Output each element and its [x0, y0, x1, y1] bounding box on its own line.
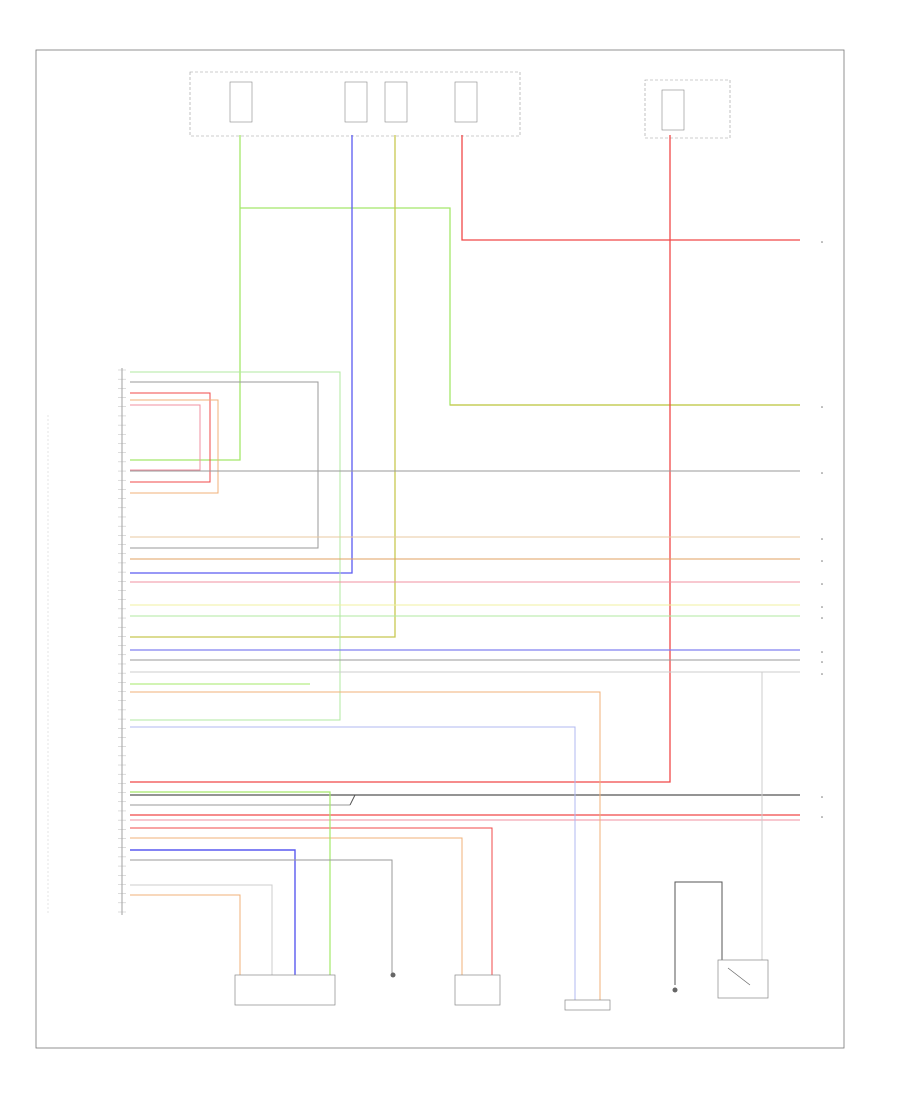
component-motor	[454, 974, 501, 1006]
bottom-components	[234, 959, 769, 1011]
fuse-box-right	[644, 79, 731, 139]
horizontal-harness-wires	[130, 470, 800, 821]
sensor-loop-wires	[130, 371, 341, 721]
right-terminal-marks	[821, 241, 823, 818]
component-switch-left	[234, 974, 336, 1006]
vertical-feed-wires	[130, 135, 800, 783]
connector-pin-ticks	[118, 369, 126, 913]
fuse-box-left	[189, 71, 521, 137]
component-switch-right	[717, 959, 769, 999]
component-sensor	[564, 999, 611, 1011]
control-module-connector	[47, 368, 123, 915]
diagram-border	[35, 49, 845, 1049]
component-feed-wires	[130, 672, 763, 1000]
